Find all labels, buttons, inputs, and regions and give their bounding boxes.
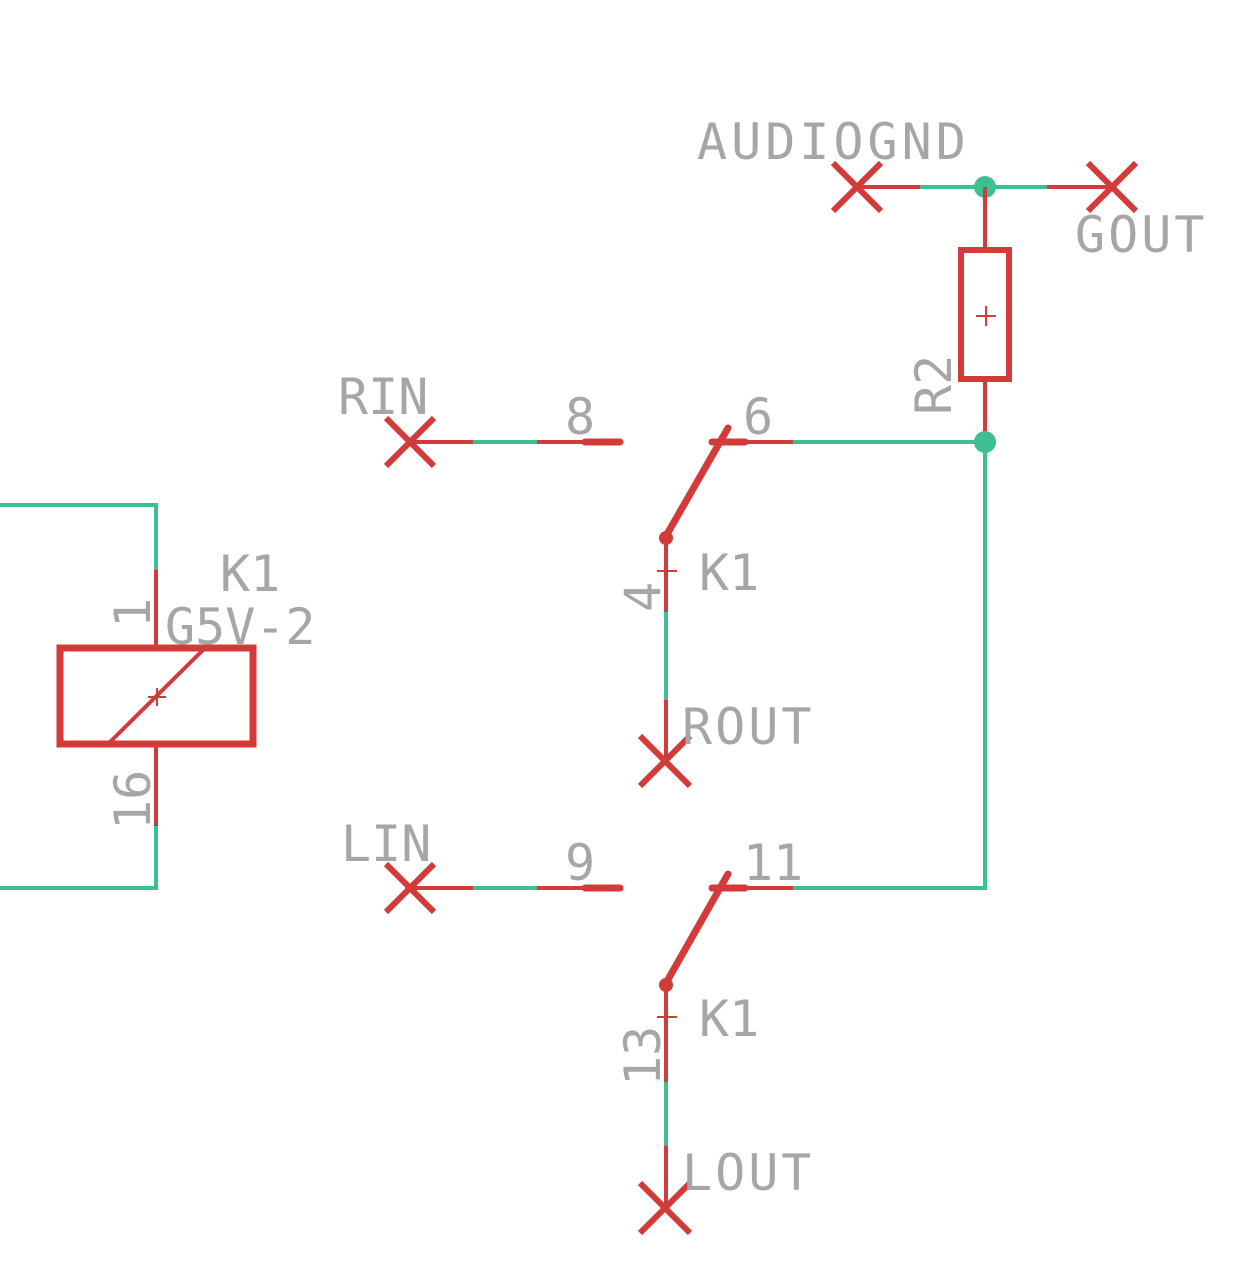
lout-unconnected-marker <box>637 1180 693 1236</box>
wire-shunt-net[interactable] <box>793 440 987 890</box>
relay-coil-k1[interactable]: K1 G5V-2 1 16 <box>0 503 316 890</box>
switch-b-blade <box>662 870 732 987</box>
coil-value-label: G5V-2 <box>165 598 316 656</box>
switch-a-ref-label: K1 <box>699 544 759 602</box>
coil-ref-label: K1 <box>220 545 280 603</box>
switch-b-pin-11-number: 11 <box>743 834 803 892</box>
switch-a-pin-8-number: 8 <box>565 388 595 446</box>
rin-label: RIN <box>338 368 428 426</box>
audiognd-label: AUDIOGND <box>697 113 970 171</box>
gout-label: GOUT <box>1075 206 1207 264</box>
switch-a-pin-4-number: 4 <box>614 582 672 612</box>
wire-coil-bottom[interactable] <box>0 826 158 890</box>
relay-switch-b[interactable]: LIN 9 11 K1 13 LOUT <box>341 815 814 1236</box>
r2-label: R2 <box>905 355 963 415</box>
audiognd-unconnected-marker <box>830 160 884 214</box>
switch-a-blade <box>662 424 732 540</box>
coil-pin-1-number: 1 <box>104 598 162 628</box>
rout-label: ROUT <box>682 698 814 756</box>
switch-b-pin-13-number: 13 <box>614 1026 672 1086</box>
switch-b-ref-label: K1 <box>699 990 759 1048</box>
ground-net[interactable]: AUDIOGND GOUT <box>697 113 1207 264</box>
gout-unconnected-marker <box>1085 160 1139 214</box>
wire-coil-top[interactable] <box>0 503 158 570</box>
rout-unconnected-marker <box>637 733 693 789</box>
coil-pin-16-number: 16 <box>104 770 162 830</box>
lout-label: LOUT <box>682 1144 814 1202</box>
lin-label: LIN <box>341 815 431 873</box>
resistor-r2[interactable]: R2 <box>905 187 1012 453</box>
switch-b-pin-9-number: 9 <box>565 834 595 892</box>
relay-switch-a[interactable]: RIN 8 6 K1 4 ROUT <box>338 368 814 789</box>
switch-a-pin-6-number: 6 <box>743 388 773 446</box>
